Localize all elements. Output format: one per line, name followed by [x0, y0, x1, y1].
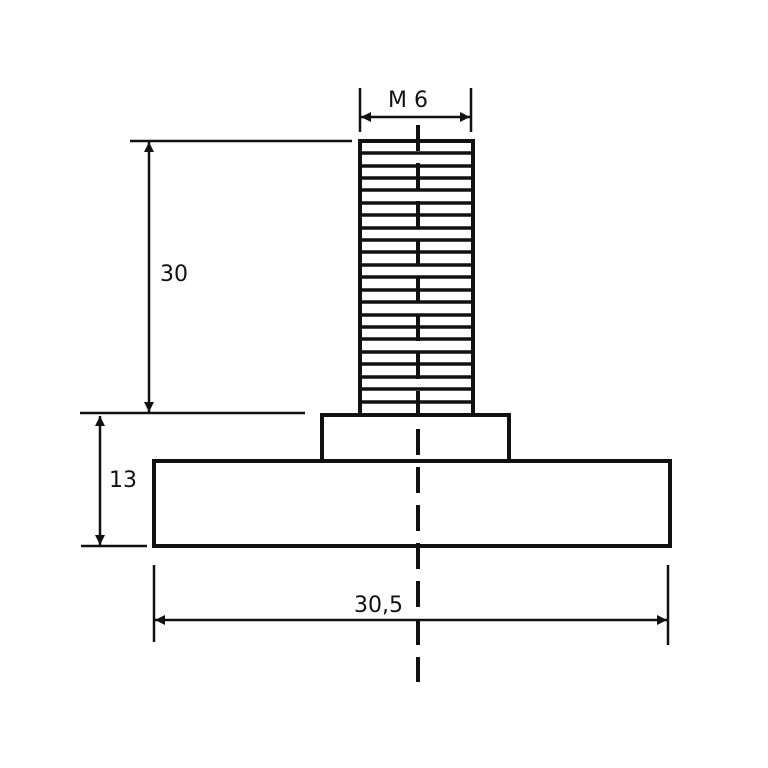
- dimension-base-height-label: 13: [109, 468, 137, 493]
- collar: [320, 413, 511, 463]
- dimension-thread-length-label: 30: [160, 262, 188, 287]
- dimension-thread-length: [80, 139, 352, 415]
- dimension-base-diameter: [152, 565, 670, 645]
- base-disc: [152, 459, 672, 548]
- dimension-base-diameter-label: 30,5: [354, 593, 403, 618]
- dimension-thread: [358, 88, 473, 132]
- dimension-base-height: [81, 416, 147, 548]
- dimension-thread-label: M 6: [388, 88, 428, 113]
